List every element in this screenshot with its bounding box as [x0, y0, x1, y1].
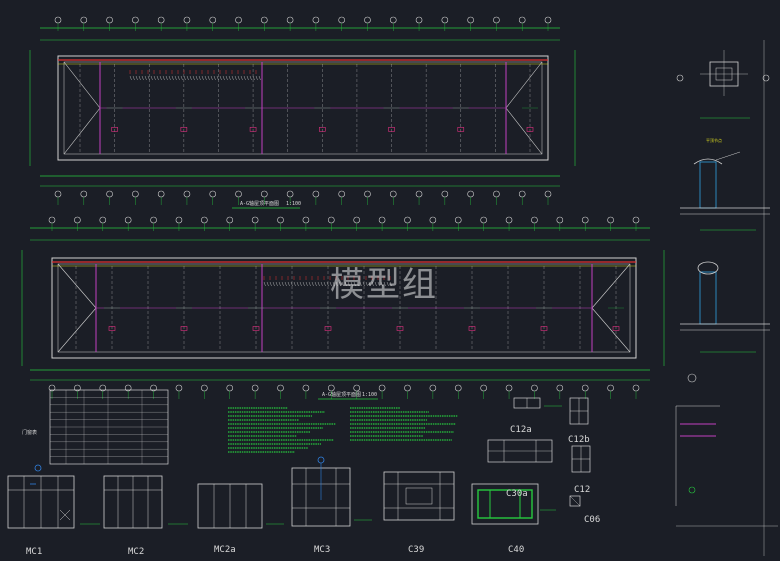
upper-plan-title: A-G轴屋顶平面图 — [240, 200, 279, 207]
lower-annotation-cluster — [263, 276, 392, 287]
upper-grid-bubbles-bottom — [54, 190, 552, 205]
label-c12b: C12b — [568, 435, 590, 445]
c12b-elevation — [569, 397, 589, 425]
c40-elevation — [471, 483, 556, 525]
c39-elevation — [383, 471, 455, 521]
mc3-elevation — [291, 456, 372, 527]
upper-annotation-cluster — [129, 70, 261, 81]
label-c39: C39 — [408, 545, 424, 555]
svg-text:平顶节点: 平顶节点 — [706, 137, 722, 143]
c12-small-elevation — [571, 445, 591, 473]
mc2-elevation — [103, 475, 188, 529]
label-c12a: C12a — [510, 425, 532, 435]
watermark-text: 模型组 — [330, 265, 438, 305]
lower-plan-scale: 1:100 — [362, 392, 377, 398]
label-mc2a: MC2a — [214, 545, 236, 555]
door-window-elevations — [7, 397, 591, 529]
label-mc2: MC2 — [128, 547, 144, 557]
label-c06: C06 — [584, 515, 600, 525]
design-notes — [228, 407, 458, 453]
upper-plan-scale: 1:100 — [286, 201, 301, 207]
schedule-label: 门窗表 — [22, 429, 37, 436]
c12-elevation — [487, 439, 553, 463]
lower-grid-lines — [75, 266, 624, 350]
right-detail-column: 平顶节点 — [675, 40, 778, 556]
mc1-elevation — [7, 464, 100, 529]
c06-elevation — [569, 495, 581, 507]
door-window-schedule: 门窗表 — [22, 389, 169, 465]
elevation-labels: MC1 MC2 MC2a MC3 C39 C40 C12a C12b C12 C… — [26, 425, 600, 557]
label-mc1: MC1 — [26, 547, 42, 557]
c12a-elevation — [513, 397, 562, 409]
upper-grid-bubbles-top — [54, 16, 552, 31]
label-c40: C40 — [508, 545, 524, 555]
lower-roof-plan: A-G轴屋顶平面图 1:100 — [21, 216, 665, 400]
lower-grid-bubbles-top — [48, 216, 640, 231]
upper-roof-plan: A-G轴屋顶平面图 1:100 — [29, 16, 576, 209]
mc2a-elevation — [197, 483, 284, 529]
upper-grid-lines — [79, 64, 538, 152]
label-c12: C12 — [574, 485, 590, 495]
label-mc3: MC3 — [314, 545, 330, 555]
label-c30a: C30a — [506, 489, 528, 499]
lower-plan-title: A-G轴屋顶平面图 — [322, 391, 361, 398]
